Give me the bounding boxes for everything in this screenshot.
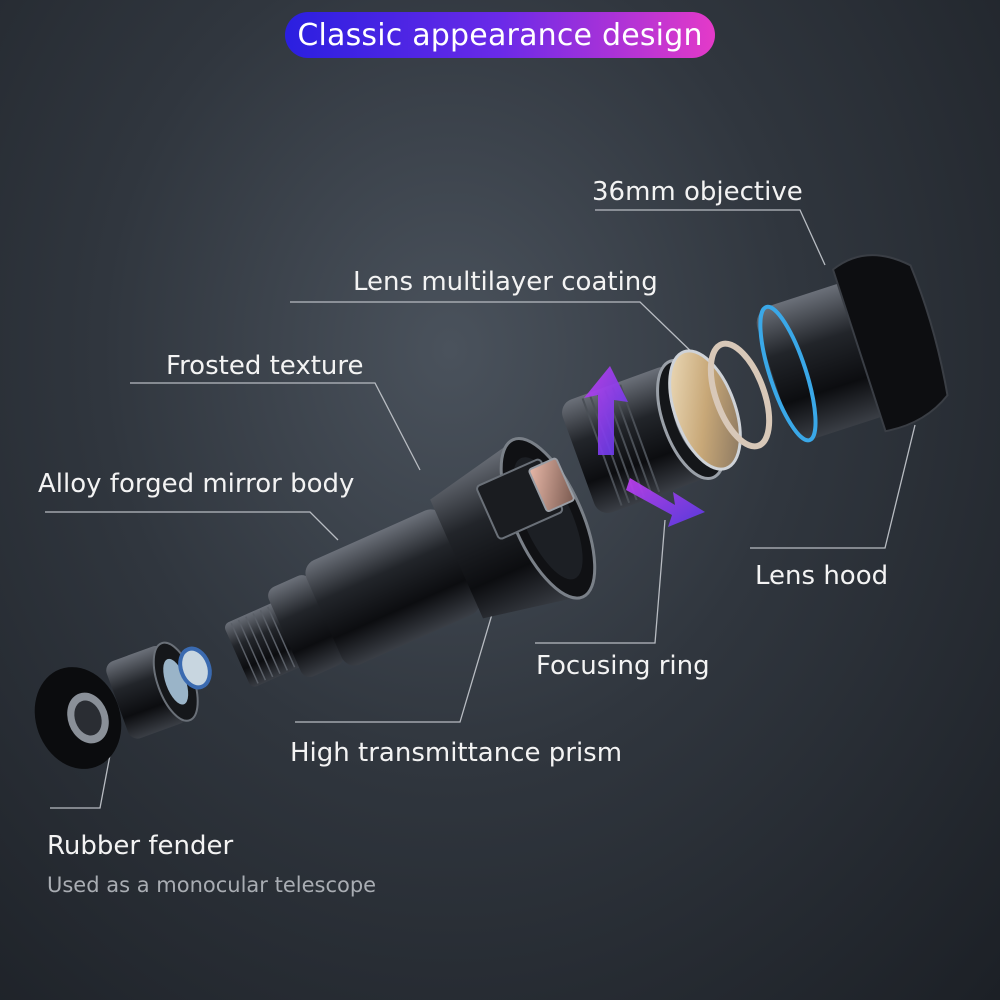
leader-hood (750, 424, 916, 549)
label-focusing: Focusing ring (536, 651, 710, 681)
label-coating: Lens multilayer coating (353, 267, 658, 297)
eyepiece-cap-part (106, 641, 199, 739)
label-alloy: Alloy forged mirror body (38, 469, 355, 499)
leader-frosted (130, 382, 421, 471)
label-hood: Lens hood (755, 561, 889, 591)
label-objective: 36mm objective (592, 177, 803, 207)
page-title-badge: Classic appearance design (285, 12, 715, 58)
leader-fender (50, 754, 111, 809)
leader-coating (290, 301, 701, 361)
leader-lines (45, 209, 916, 809)
label-frosted: Frosted texture (166, 351, 364, 381)
label-prism: High transmittance prism (290, 738, 623, 768)
rubber-fender-part (34, 667, 122, 769)
objective-hood-part (756, 254, 949, 443)
label-fender: Rubber fender (47, 831, 234, 861)
leader-focusing (535, 519, 666, 644)
page-title: Classic appearance design (297, 17, 703, 53)
coated-lens-part (668, 340, 773, 471)
leader-objective (595, 209, 826, 266)
leader-alloy (45, 511, 339, 541)
alloy-body-part (225, 437, 597, 687)
prism-part (476, 457, 575, 540)
footer-note: Used as a monocular telescope (47, 873, 377, 897)
eyepiece-lens-part (178, 646, 212, 690)
rotation-arrows (584, 366, 705, 527)
